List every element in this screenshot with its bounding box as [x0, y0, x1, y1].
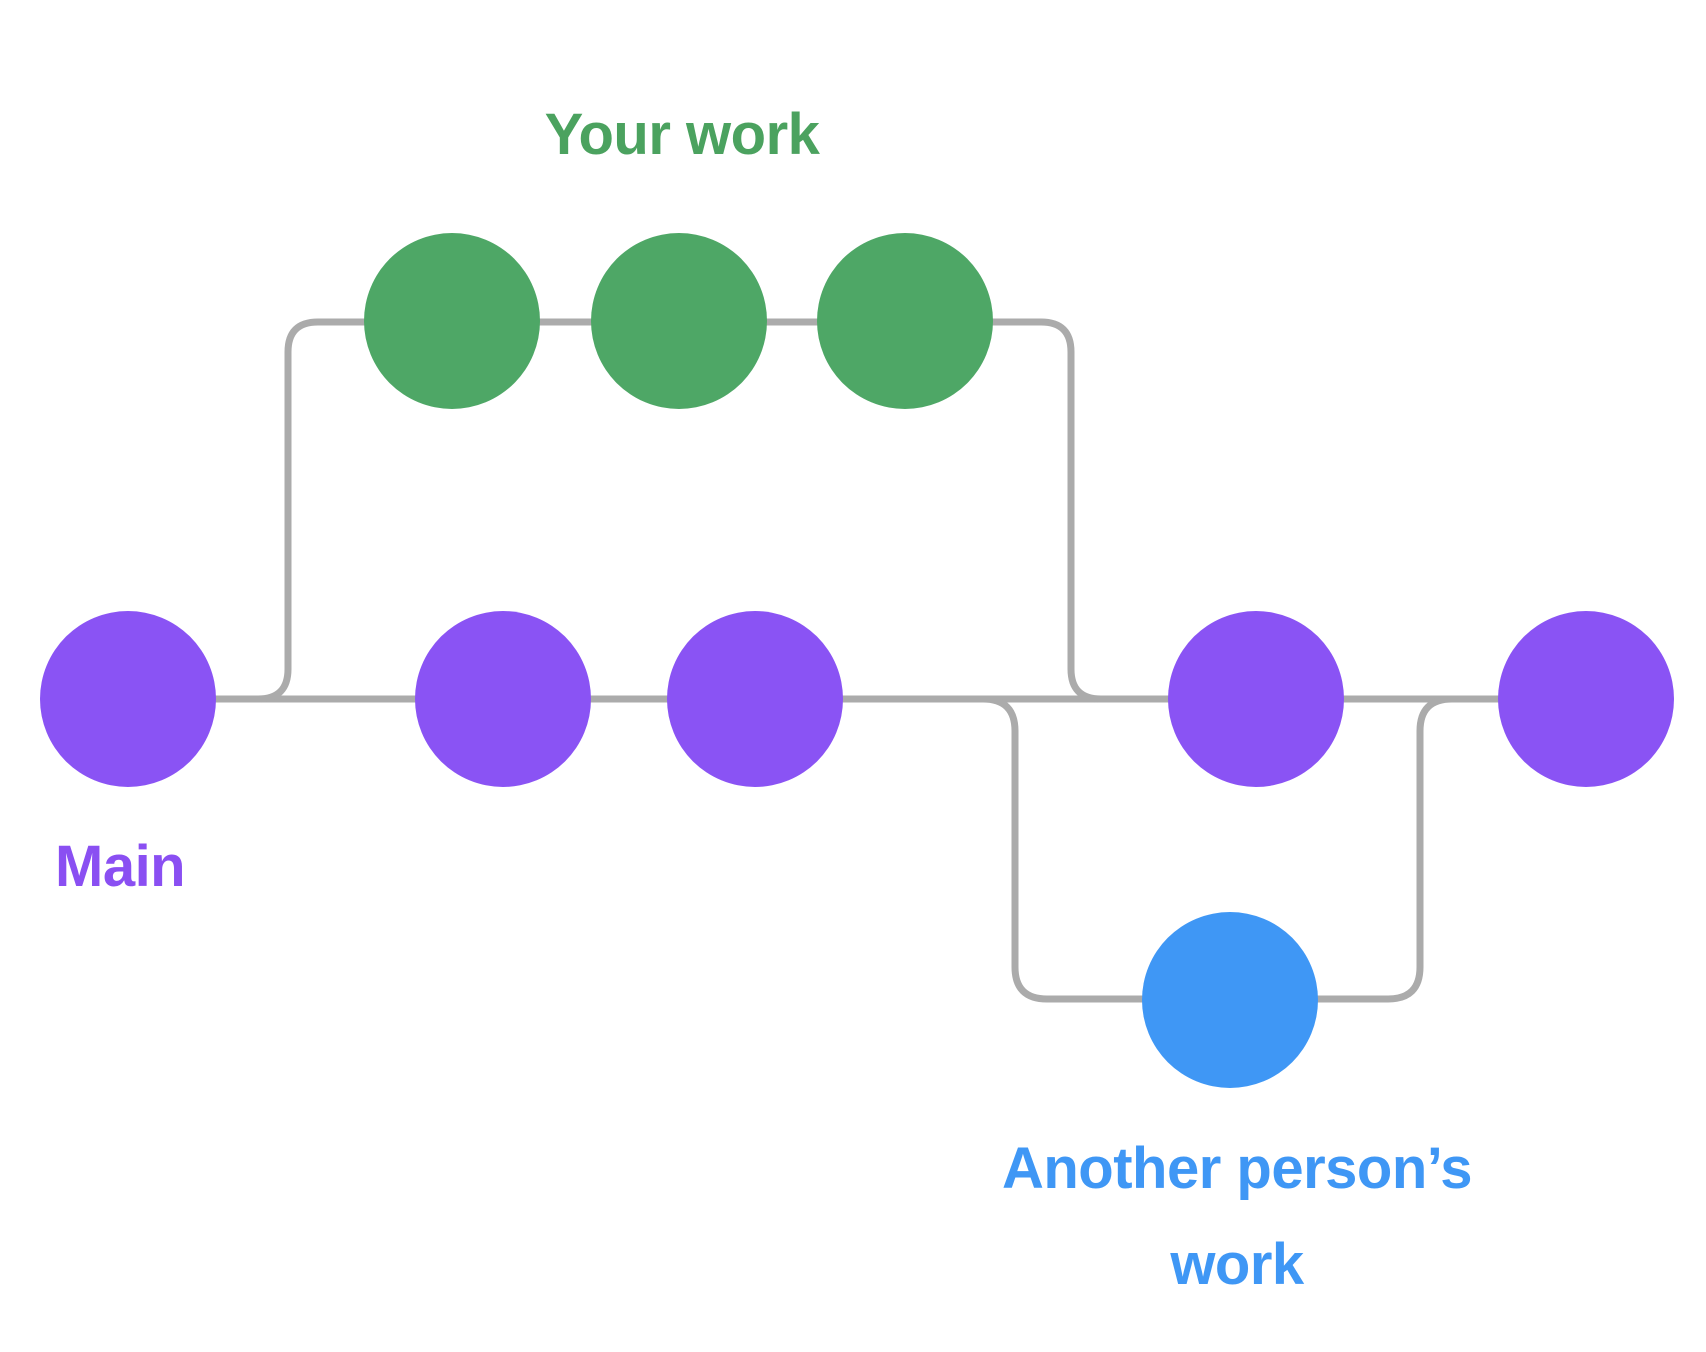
commit-node-main-4 — [1168, 611, 1344, 787]
commit-node-your-work-2 — [591, 233, 767, 409]
commit-node-main-3 — [667, 611, 843, 787]
commit-node-your-work-3 — [817, 233, 993, 409]
commit-node-main-5 — [1498, 611, 1674, 787]
another-person-branch-label: Another person’s work — [1001, 1136, 1473, 1297]
main-branch-label: Main — [55, 834, 186, 899]
your-work-branch-label: Your work — [544, 102, 820, 167]
commit-node-main-1 — [40, 611, 216, 787]
commit-node-another-person-1 — [1142, 912, 1318, 1088]
commit-node-your-work-1 — [364, 233, 540, 409]
commit-node-main-2 — [415, 611, 591, 787]
